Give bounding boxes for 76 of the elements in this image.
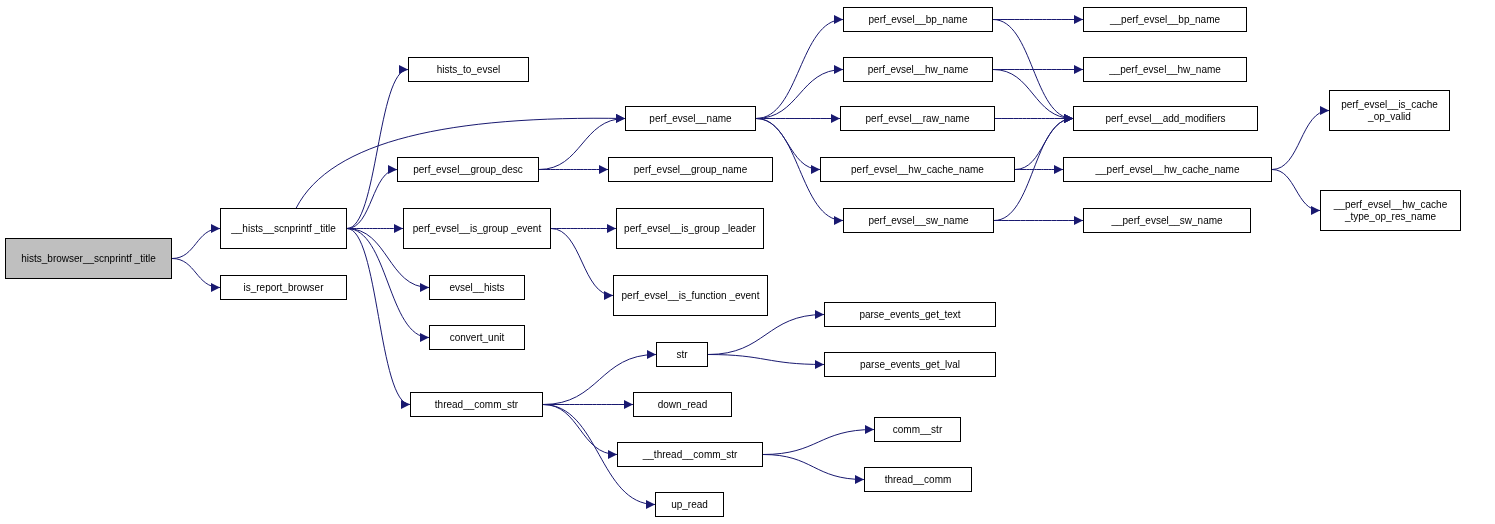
function-name: perf_evsel__raw_name [865, 112, 970, 125]
function-box [655, 492, 724, 517]
function-box [633, 392, 732, 417]
function-box [1320, 190, 1461, 231]
function-name: perf_evsel__group_name [633, 163, 748, 176]
function-name: perf_evsel__bp_name [868, 13, 968, 26]
function-name: __perf_evsel__hw_cache _type_op_res_name [1332, 198, 1449, 223]
function-name: convert_unit [449, 331, 505, 344]
function-name: __perf_evsel__hw_name [1109, 63, 1221, 76]
function-name: perf_evsel__is_group _leader [624, 222, 756, 235]
function-box [403, 208, 551, 249]
function-box [608, 157, 773, 182]
arrow [171, 258, 221, 292]
function-name: perf_evsel__add_modifiers [1105, 112, 1226, 125]
function-box [656, 342, 708, 367]
function-name: __perf_evsel__bp_name [1109, 13, 1221, 26]
arrow [538, 165, 609, 174]
function-name: down_read [657, 398, 708, 411]
function-name: __perf_evsel__hw_cache_name [1095, 163, 1240, 176]
function-box [874, 417, 961, 442]
function-name: hists_to_evsel [436, 63, 501, 76]
function-box [1073, 106, 1258, 131]
function-name: parse_events_get_text [859, 308, 961, 321]
function-box [824, 302, 996, 327]
function-box [1083, 7, 1247, 32]
function-box [5, 238, 172, 279]
function-name: perf_evsel__hw_cache_name [851, 163, 984, 176]
function-box [616, 208, 764, 249]
arrow [1271, 169, 1321, 214]
function-name: evsel__hists [449, 281, 505, 294]
function-name: perf_evsel__is_cache _op_valid [1340, 98, 1439, 123]
function-box [220, 275, 347, 300]
function-name: str [676, 348, 688, 361]
function-name: is_report_browser [243, 281, 324, 294]
function-name: __thread__comm_str [642, 448, 738, 461]
function-box [397, 157, 539, 182]
arrow [542, 404, 656, 508]
function-box [408, 57, 529, 82]
function-name: __perf_evsel__sw_name [1111, 214, 1223, 227]
function-name: thread__comm_str [434, 398, 519, 411]
function-box [840, 106, 995, 131]
function-box [220, 208, 347, 249]
arrow [755, 118, 844, 224]
function-box [824, 352, 996, 377]
arrow [1014, 165, 1064, 174]
function-box [843, 208, 994, 233]
function-name: up_read [671, 498, 708, 511]
arrow [762, 454, 865, 484]
function-box [820, 157, 1015, 182]
function-name: parse_events_get_lval [859, 358, 961, 371]
function-name: perf_evsel__name [649, 112, 732, 125]
function-name: perf_evsel__is_group _event [412, 222, 542, 235]
function-name: __hists__scnprintf _title [231, 222, 336, 235]
function-name: perf_evsel__sw_name [868, 214, 969, 227]
function-box [1329, 90, 1450, 131]
function-box [617, 442, 763, 467]
function-box [429, 325, 525, 350]
function-box [843, 7, 993, 32]
function-box [1083, 208, 1251, 233]
arrow [707, 354, 825, 369]
function-box [843, 57, 993, 82]
function-name: perf_evsel__hw_name [867, 63, 969, 76]
function-box [429, 275, 525, 300]
function-name: hists_browser__scnprintf _title [21, 252, 156, 265]
function-name: thread__comm [884, 473, 952, 486]
function-box [625, 106, 756, 131]
function-box [1063, 157, 1272, 182]
function-box [864, 467, 972, 492]
function-box [1083, 57, 1247, 82]
arrow [993, 216, 1084, 225]
function-box [410, 392, 543, 417]
function-name: comm__str [892, 423, 943, 436]
function-box [613, 275, 768, 316]
function-name: perf_evsel__group_desc [413, 163, 523, 176]
arrow [550, 228, 614, 299]
function-name: perf_evsel__is_function _event [621, 289, 760, 302]
